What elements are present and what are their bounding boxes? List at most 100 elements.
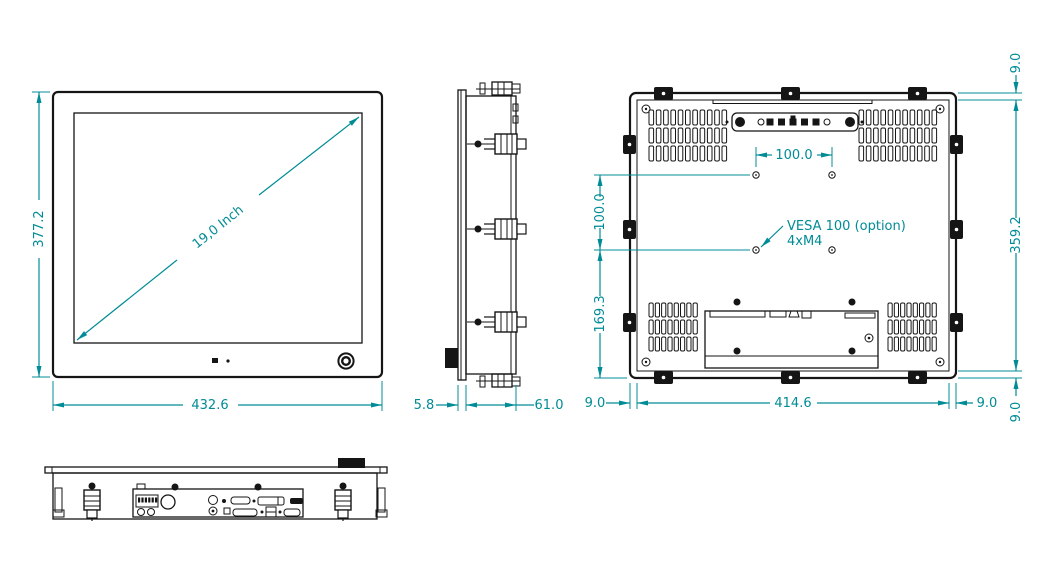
vent-slot [906, 319, 912, 335]
com-port [283, 508, 301, 517]
diagonal-size-label: 19,0 Inch [190, 203, 247, 252]
screw [848, 347, 856, 355]
vent-slot [661, 319, 667, 335]
front-width-label: 432.6 [191, 398, 228, 413]
dim-rear-right: 9.0 359.2 9.0 [958, 53, 1024, 422]
vent-slot [655, 145, 662, 162]
ps2-port [208, 495, 218, 505]
terminal-pin [138, 497, 141, 503]
vent-slot [692, 145, 698, 162]
vent-slot [931, 109, 938, 126]
vesa-height-label: 100.0 [593, 193, 608, 230]
clamp-body [494, 311, 518, 333]
side-front-tab [445, 348, 458, 368]
vent-slot [887, 319, 893, 335]
clamp-screw-head [474, 140, 482, 148]
vesa-note-line1: VESA 100 (option) [787, 219, 906, 234]
screw [733, 298, 741, 306]
vent-slot [706, 145, 713, 162]
rear-connector-cover [704, 298, 879, 369]
vent-slot [686, 336, 692, 352]
vent-slot [931, 319, 937, 335]
front-bezel [51, 90, 384, 379]
vent-slot [706, 127, 713, 144]
bottom-mounting-clamps [83, 482, 352, 521]
rear-vent-grids [648, 109, 938, 352]
vent-slot [648, 145, 655, 162]
side-bezel-label: 5.8 [414, 398, 435, 413]
vent-slot [912, 302, 918, 318]
vent-slot [925, 336, 931, 352]
vent-slot [714, 145, 720, 162]
dvi-port [257, 496, 285, 506]
vent-slot [873, 127, 879, 144]
osd-square-button [766, 118, 774, 126]
vesa-to-bottom-label: 169.3 [593, 295, 608, 332]
side-bottom-clamp [476, 373, 521, 388]
vent-slot [714, 109, 720, 126]
vent-slot [699, 109, 706, 126]
bottom-bezel-edge [44, 466, 388, 474]
vent-slot [714, 127, 720, 144]
dim-front-height: 377.2 [32, 91, 50, 378]
vent-slot [895, 145, 901, 162]
power-button [337, 352, 355, 370]
rear-view: 100.0 VESA 100 (option) 4xM4 100.0 169.3 [585, 53, 1024, 423]
vent-slot [721, 145, 728, 162]
vent-slot [919, 302, 925, 318]
osd-end-button [735, 117, 745, 127]
vent-slot [880, 109, 887, 126]
vent-slot [895, 127, 901, 144]
vent-slot [895, 109, 901, 126]
vent-slot [648, 127, 655, 144]
vent-slot [663, 145, 669, 162]
vent-slot [686, 302, 692, 318]
bottom-chassis [52, 472, 378, 520]
osd-square-button [778, 118, 785, 126]
vent-slot [692, 109, 698, 126]
rear-corner-screws [641, 104, 945, 367]
vent-slot [893, 336, 899, 352]
vent-slot [648, 109, 655, 126]
clamp-body [494, 218, 518, 240]
osd-square-button [801, 118, 808, 126]
vesa-holes [752, 171, 836, 254]
rear-top-rail [712, 99, 873, 104]
rear-edge-clamps [623, 87, 963, 384]
vent-slot [887, 302, 893, 318]
clamp-body [494, 133, 518, 155]
vent-slot [924, 109, 930, 126]
vent-slot [931, 302, 937, 318]
vent-slot [924, 127, 930, 144]
vent-slot [663, 127, 669, 144]
dim-side-bezel: 5.8 [414, 385, 467, 413]
vent-slot [887, 336, 893, 352]
vesa-note-line2: 4xM4 [787, 234, 822, 249]
vent-slot [906, 336, 912, 352]
side-top-clamp [476, 81, 521, 96]
vent-slot [654, 336, 660, 352]
vent-slot [909, 145, 916, 162]
vent-slot [648, 302, 654, 318]
vent-slot [916, 127, 923, 144]
rear-margin-right-label: 9.0 [977, 396, 998, 411]
vent-slot [916, 145, 923, 162]
dim-rear-bottom: 9.0 414.6 9.0 [585, 383, 998, 411]
vent-slot [692, 302, 698, 318]
vent-slot [670, 127, 677, 144]
dim-vesa-height: 100.0 [593, 174, 750, 251]
vent-slot [925, 302, 931, 318]
vent-slot [902, 127, 908, 144]
vent-slot [900, 319, 906, 335]
vent-slot [677, 145, 684, 162]
vent-slot [648, 319, 654, 335]
vent-slot [648, 336, 654, 352]
vent-slot [902, 145, 908, 162]
vent-slot [680, 336, 686, 352]
terminal-pin [148, 497, 151, 503]
vent-slot [902, 109, 908, 126]
rear-cutout-height-label: 359.2 [1009, 216, 1024, 253]
bottom-view [44, 458, 388, 521]
clamp-body [334, 489, 352, 511]
